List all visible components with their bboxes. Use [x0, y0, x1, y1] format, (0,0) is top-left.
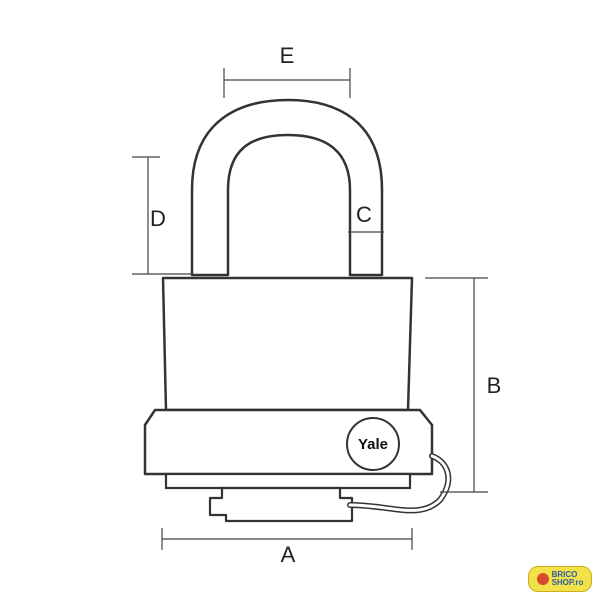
watermark-text: BRICO SHOP.ro [552, 571, 584, 587]
lock-body [161, 276, 414, 412]
dimension-e-label: E [280, 43, 295, 68]
dimension-d-label: D [150, 206, 166, 231]
mascot-icon [536, 573, 549, 585]
shackle [190, 98, 384, 277]
watermark-line2: SHOP.ro [551, 578, 584, 587]
keyhole-cover [208, 486, 354, 523]
dimension-b-label: B [487, 373, 502, 398]
brand-logo-text: Yale [358, 436, 388, 453]
dimension-a-label: A [281, 542, 296, 567]
dimension-a [161, 528, 413, 550]
dimension-b [425, 277, 488, 493]
watermark-line1: BRICO [551, 570, 578, 579]
dimension-e [223, 68, 351, 98]
bottom-plate [164, 472, 412, 490]
cover-tether-inner [348, 454, 450, 512]
watermark-badge: BRICO SHOP.ro [528, 566, 592, 592]
dimension-c-label: C [356, 202, 372, 227]
dimension-d [132, 156, 192, 275]
logo-circle [346, 417, 400, 471]
